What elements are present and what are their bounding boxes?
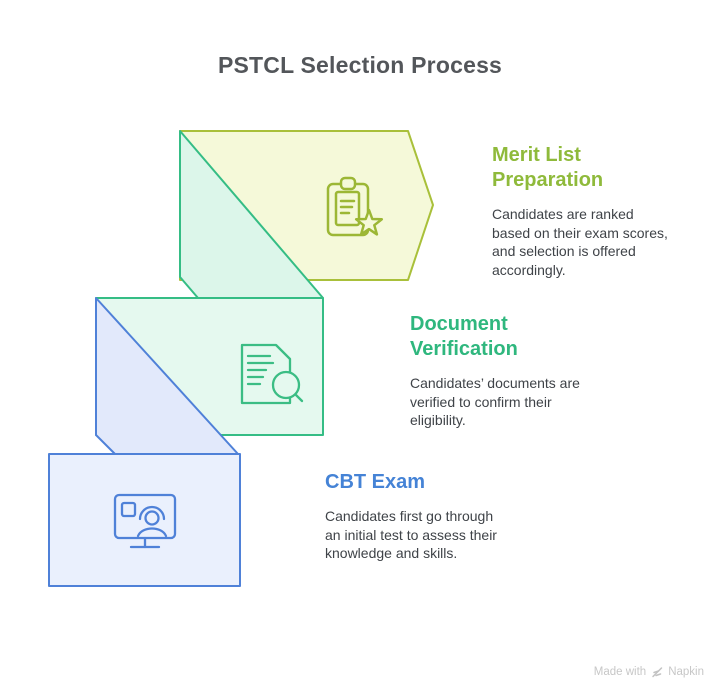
screen-square [120,501,137,518]
watermark-brand: Napkin [668,666,704,678]
star-glyph [354,208,384,236]
step-description-cbt-exam: Candidates first go through an initial t… [325,508,497,561]
watermark-text: Made with [593,666,647,678]
step-description-merit-list: Candidates are ranked based on their exa… [492,206,668,278]
magnifier-handle [294,393,304,403]
clipboard-sheet [334,190,361,227]
person-hair [138,505,166,521]
person-head [144,510,160,526]
step-text-document-verification: Document Verification Candidates’ docume… [410,312,582,430]
magnifier-lens [271,370,301,400]
napkin-logo-icon [652,667,663,678]
step-heading-document-verification: Document Verification [410,313,518,360]
step-heading-merit-list: Merit List Preparation [492,144,604,191]
step-description-document-verification: Candidates’ documents are verified to co… [410,375,580,428]
clipboard-clip [339,176,357,191]
page-title: PSTCL Selection Process [217,52,503,78]
step-text-merit-list: Merit List Preparation Candidates are ra… [492,143,672,279]
clipboard-star-icon [326,176,384,237]
computer-person-icon [113,493,177,549]
step-heading-cbt-exam: CBT Exam [325,471,426,493]
step-text-cbt-exam: CBT Exam Candidates first go through an … [325,470,505,563]
document-magnifier-icon [240,343,304,405]
person-shoulders [136,527,168,538]
step-shape-cbt-exam [48,453,241,587]
watermark: Made with Napkin [594,666,704,678]
